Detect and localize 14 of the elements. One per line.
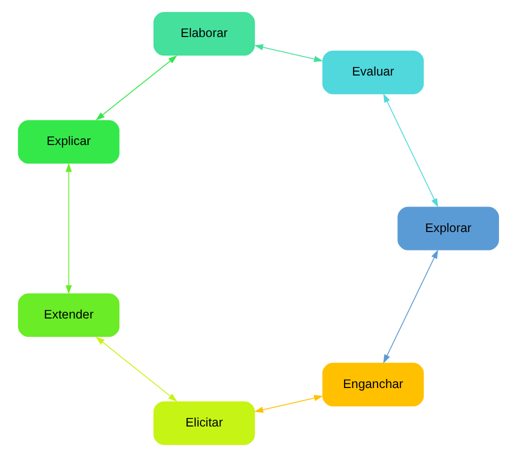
node-box: Explorar — [396, 206, 500, 252]
arrow — [96, 55, 178, 120]
node-box: Explicar — [17, 119, 120, 165]
node-box: Evaluar — [322, 50, 425, 96]
node-box: Elicitar — [152, 400, 256, 446]
arrow — [254, 394, 324, 413]
arrow — [254, 44, 323, 62]
arrow — [96, 336, 178, 402]
arrow — [383, 94, 438, 208]
node-box: Elaborar — [152, 11, 256, 57]
node-box: Enganchar — [322, 362, 425, 408]
arrow — [66, 163, 72, 294]
arrow — [383, 250, 438, 364]
node-box: Extender — [17, 292, 120, 338]
